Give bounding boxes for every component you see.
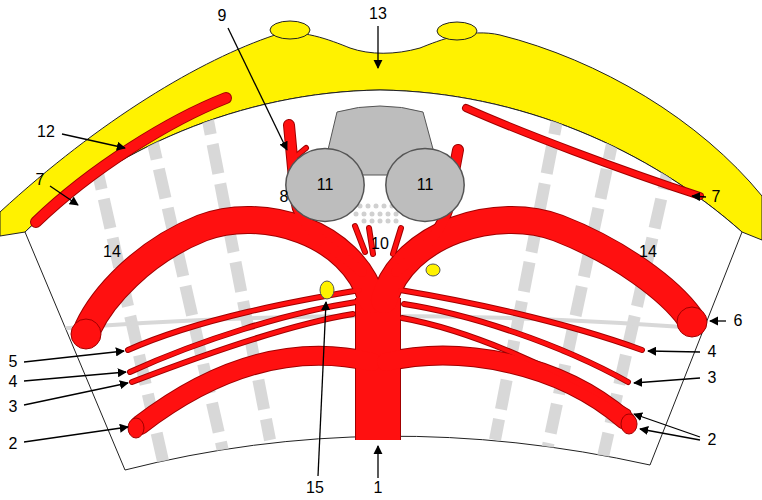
bone-oval: 11 <box>285 147 365 223</box>
callout-number: 14 <box>103 244 121 260</box>
callout-number: 6 <box>734 313 743 329</box>
leader-lines <box>24 26 726 478</box>
oval-shape <box>386 149 464 222</box>
callout-number: 5 <box>9 354 18 370</box>
callout-number: 12 <box>37 124 55 140</box>
nerve <box>426 264 440 276</box>
callout-number: 11 <box>417 176 434 194</box>
callout-number: 9 <box>218 8 227 24</box>
callout-number: 13 <box>369 6 387 22</box>
callout-number: 10 <box>371 236 389 252</box>
callout-number: 7 <box>36 172 45 188</box>
leader-line <box>640 429 700 440</box>
leader-line <box>24 383 128 405</box>
leader-line <box>634 378 700 383</box>
callout-number: 3 <box>708 370 717 386</box>
vessel-end <box>71 307 707 438</box>
artery <box>36 98 700 440</box>
leader-line <box>710 320 726 321</box>
leader-line <box>648 351 700 352</box>
nerve <box>320 281 334 299</box>
callout-number: 4 <box>708 344 717 360</box>
leader-line <box>318 302 326 476</box>
vessel-outline <box>36 98 700 440</box>
oval-shape <box>286 149 364 222</box>
leader-line <box>24 427 128 442</box>
band-knob <box>437 22 477 40</box>
callout-number: 4 <box>9 374 18 390</box>
leader-line <box>62 134 125 148</box>
leader-line <box>24 351 124 362</box>
callout-number: 11 <box>317 176 334 194</box>
leader-line <box>50 186 78 205</box>
leader-line <box>24 372 126 381</box>
leader-line <box>377 26 378 68</box>
callout-number: 3 <box>9 399 18 415</box>
callout-number: 1 <box>374 480 383 496</box>
callout-number: 15 <box>306 480 324 496</box>
grey-stripe <box>495 105 560 440</box>
callout-number: 8 <box>280 189 289 205</box>
grey-stripes <box>20 105 745 470</box>
band-knob <box>270 21 310 39</box>
callout-number: 2 <box>708 432 717 448</box>
leader-line <box>377 446 378 478</box>
callout-number: 7 <box>712 189 721 205</box>
leader-line <box>692 196 706 197</box>
bone-oval: 11 <box>385 147 465 223</box>
leader-line <box>228 28 287 150</box>
callout-number: 14 <box>639 244 657 260</box>
tissue-sector <box>25 90 742 470</box>
callout-number: 2 <box>9 436 18 452</box>
